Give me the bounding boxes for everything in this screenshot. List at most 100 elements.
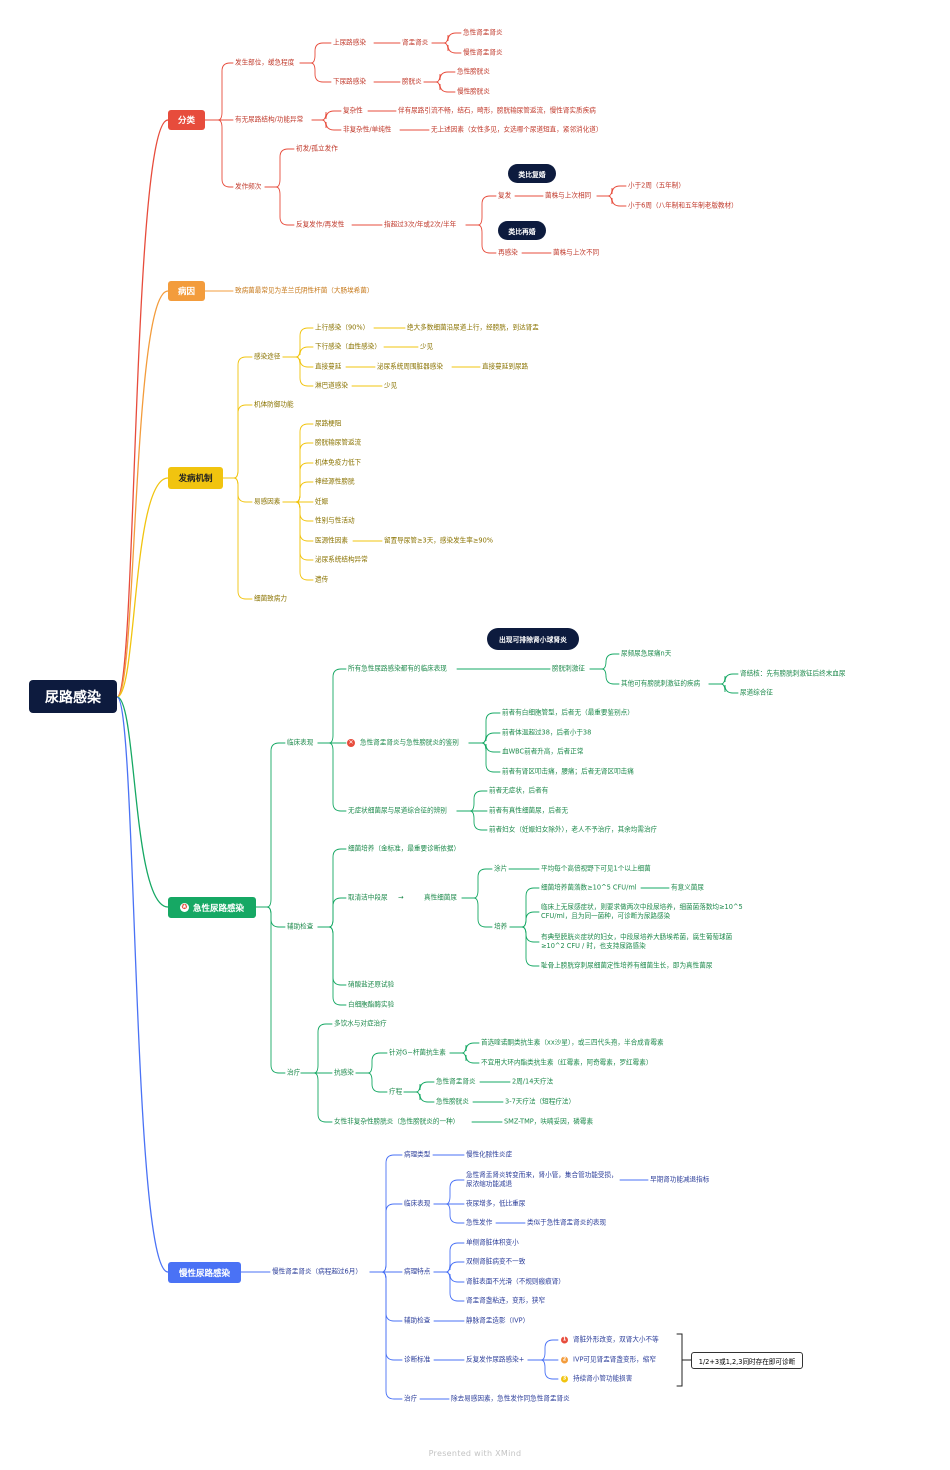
- acute-asym[interactable]: 无症状细菌尿与尿道综合征的辨别: [348, 806, 447, 815]
- acute-smear-desc[interactable]: 平均每个高倍视野下可见1个以上细菌: [541, 864, 651, 873]
- patho-f2[interactable]: 膀胱输尿管返流: [315, 438, 362, 447]
- patho-blood[interactable]: 下行感染（血性感染）: [315, 342, 381, 351]
- acute-course[interactable]: 疗程: [389, 1087, 403, 1096]
- chronic-path-d[interactable]: 慢性化脓性炎症: [466, 1150, 513, 1159]
- acute-c4[interactable]: 耻骨上膀胱穿刺尿细菌定性培养有细菌生长，即为真性菌尿: [541, 961, 713, 970]
- acute-ddx[interactable]: 急性肾盂肾炎与急性膀胱炎的鉴别: [360, 738, 459, 747]
- cls-acute-pyelo[interactable]: 急性肾盂肾炎: [463, 28, 503, 37]
- cls-chronic-cyst[interactable]: 慢性膀胱炎: [457, 87, 490, 96]
- chronic-main[interactable]: 慢性肾盂肾炎（病程超过6月）: [272, 1267, 362, 1276]
- chronic-tx[interactable]: 治疗: [404, 1394, 418, 1403]
- chronic-aux[interactable]: 辅助检查: [404, 1316, 431, 1325]
- chronic-dx[interactable]: 诊断标准: [404, 1355, 431, 1364]
- chronic-path[interactable]: 病理类型: [404, 1150, 431, 1159]
- acute-c2[interactable]: 临床上无尿感症状，则要求做两次中段尿培养，细菌菌落数均≥10^5 CFU/ml，…: [541, 903, 743, 920]
- patho-f8[interactable]: 泌尿系统结构异常: [315, 555, 368, 564]
- chronic-aux-d[interactable]: 静脉肾盂造影（IVP）: [466, 1316, 530, 1325]
- patho-route[interactable]: 感染途径: [254, 352, 281, 361]
- cls-pyelo[interactable]: 肾盂肾炎: [402, 38, 429, 47]
- acute-course-cyst[interactable]: 急性膀胱炎: [436, 1097, 469, 1106]
- patho-blood-desc[interactable]: 少见: [420, 342, 434, 351]
- acute-midstream[interactable]: 取清洁中段尿: [348, 893, 388, 902]
- acute-c1b[interactable]: 有意义菌尿: [671, 883, 704, 892]
- etio-main[interactable]: 致病菌最常见为革兰氏阴性杆菌（大肠埃希菌）: [235, 286, 374, 295]
- cls-recurrent[interactable]: 反复发作/再发性: [296, 220, 345, 229]
- acute-antibio[interactable]: 抗感染: [334, 1068, 354, 1077]
- branch-chronic[interactable]: 慢性尿路感染: [168, 1262, 241, 1283]
- patho-f9[interactable]: 遗传: [315, 575, 329, 584]
- acute-gneg[interactable]: 针对G−杆菌抗生素: [389, 1048, 446, 1057]
- patho-defense[interactable]: 机体防御功能: [254, 400, 294, 409]
- chronic-feat1[interactable]: 单侧肾脏体积变小: [466, 1238, 519, 1247]
- acute-tb[interactable]: 肾结核：先有膀胱刺激征后终末血尿: [740, 669, 846, 678]
- chronic-feat3[interactable]: 肾脏表面不光滑（不规则瘢痕肾）: [466, 1277, 565, 1286]
- acute-course-pyelo[interactable]: 急性肾盂肾炎: [436, 1077, 476, 1086]
- acute-women[interactable]: 女性非复杂性膀胱炎（急性膀胱炎的一种）: [334, 1117, 460, 1126]
- chronic-feat[interactable]: 病理特点: [404, 1267, 431, 1276]
- cls-upper[interactable]: 上尿路感染: [333, 38, 366, 47]
- patho-lymph-desc[interactable]: 少见: [384, 381, 398, 390]
- cls-recurrent-def[interactable]: 指超过3次/年或2次/半年: [384, 220, 457, 229]
- cls-lower[interactable]: 下尿路感染: [333, 77, 366, 86]
- patho-f6[interactable]: 性别与性活动: [315, 516, 355, 525]
- acute-course-pyelo-d[interactable]: 2周/14天疗法: [512, 1077, 554, 1086]
- branch-etiology[interactable]: 病因: [168, 281, 205, 301]
- acute-water[interactable]: 多饮水与对症治疗: [334, 1019, 387, 1028]
- chronic-clin3b[interactable]: 类似于急性肾盂肾炎的表现: [527, 1218, 607, 1227]
- acute-aux[interactable]: 辅助检查: [287, 922, 314, 931]
- acute-treat[interactable]: 治疗: [287, 1068, 301, 1077]
- chronic-clin[interactable]: 临床表现: [404, 1199, 431, 1208]
- branch-pathogenesis[interactable]: 发病机制: [168, 467, 223, 489]
- acute-course-cyst-d[interactable]: 3-7天疗法（短程疗法）: [505, 1097, 576, 1106]
- cls-relapse[interactable]: 复发: [498, 191, 512, 200]
- cls-same[interactable]: 菌株与上次相同: [545, 191, 592, 200]
- acute-women-d[interactable]: SMZ-TMP，呋喃妥因，磷霉素: [504, 1117, 594, 1126]
- acute-culture-gold[interactable]: 细菌培养（金标准，最重要诊断依据）: [348, 844, 461, 853]
- acute-asym3[interactable]: 前者妇女（妊娠妇女除外），老人不予治疗，其余均需治疗: [489, 825, 658, 834]
- patho-f7[interactable]: 医源性因素: [315, 536, 348, 545]
- patho-f5[interactable]: 妊娠: [315, 497, 329, 506]
- patho-direct-b[interactable]: 直接蔓延到尿路: [482, 362, 529, 371]
- chronic-clin2[interactable]: 夜尿增多，低比重尿: [466, 1199, 526, 1208]
- branch-acute[interactable]: ✪急性尿路感染: [168, 897, 256, 918]
- acute-c3[interactable]: 有典型膀胱炎症状的妇女，中段尿培养大肠埃希菌，腐生葡萄球菌≥10^2 CFU /…: [541, 933, 733, 950]
- chronic-feat2[interactable]: 双侧肾脏病变不一致: [466, 1257, 526, 1266]
- cls-cystitis[interactable]: 膀胱炎: [402, 77, 422, 86]
- cls-uncomplicated-desc[interactable]: 无上述因素（女性多见，女选哪个尿道短直，紧邻消化道）: [431, 125, 603, 134]
- acute-ddx1[interactable]: 前者有白细胞管型，后者无（最重要鉴别点）: [502, 708, 634, 717]
- acute-ddx3[interactable]: 血WBC前者升高，后者正常: [502, 747, 584, 756]
- acute-smear[interactable]: 涂片: [494, 864, 508, 873]
- patho-f7-desc[interactable]: 留置导尿管≥3天，感染发生率≥90%: [384, 536, 494, 545]
- acute-cult[interactable]: 培养: [494, 922, 508, 931]
- cls-diff[interactable]: 菌株与上次不同: [553, 248, 600, 257]
- patho-lymph[interactable]: 淋巴道感染: [315, 381, 348, 390]
- patho-f4[interactable]: 神经源性膀胱: [315, 477, 355, 486]
- cls-lt2w[interactable]: 小于2周（五年制）: [628, 181, 685, 190]
- summary-box[interactable]: 1/2+3或1,2,3同时存在即可诊断: [691, 1352, 803, 1369]
- chronic-feat4[interactable]: 肾盂肾盏粘连，变形，狭窄: [466, 1296, 546, 1305]
- cls-lt6w[interactable]: 小于6周（八年制和五年制老版教材）: [628, 201, 738, 210]
- cls-first[interactable]: 初发/孤立发作: [296, 144, 338, 153]
- acute-clinical[interactable]: 临床表现: [287, 738, 314, 747]
- patho-ascend[interactable]: 上行感染（90%）: [315, 323, 370, 332]
- acute-esterase[interactable]: 白细胞酯酶实验: [348, 1000, 395, 1009]
- patho-ascend-desc[interactable]: 绝大多数细菌沿尿道上行，经膀胱，到达肾盂: [407, 323, 539, 332]
- cls-site[interactable]: 发生部位，缓急程度: [235, 58, 295, 67]
- acute-irrit-a[interactable]: 尿频尿急尿痛n天: [621, 649, 672, 658]
- cls-complicated-desc[interactable]: 伴有尿路引流不畅，结石，畸形，膀胱输尿管返流，慢性肾实质疾病: [398, 106, 596, 115]
- cls-chronic-pyelo[interactable]: 慢性肾盂肾炎: [463, 48, 503, 57]
- chronic-clin1b[interactable]: 早期肾功能减退指标: [650, 1175, 710, 1184]
- chronic-clin1[interactable]: 急性肾盂肾炎转变而来，肾小管，集合管功能受损，尿浓缩功能减退: [466, 1171, 618, 1188]
- cls-complicated[interactable]: 复杂性: [343, 106, 363, 115]
- chronic-clin3[interactable]: 急性发作: [466, 1218, 493, 1227]
- acute-gneg2[interactable]: 不宜用大环内酯类抗生素（红霉素，阿奇霉素，罗红霉素）: [481, 1058, 653, 1067]
- chronic-dx3[interactable]: 持续肾小管功能损害: [573, 1374, 633, 1383]
- chronic-tx-d[interactable]: 除去易感因素，急性发作同急性肾盂肾炎: [451, 1394, 570, 1403]
- acute-urethral[interactable]: 尿道综合征: [740, 688, 773, 697]
- root-node[interactable]: 尿路感染: [29, 680, 117, 713]
- cls-acute-cyst[interactable]: 急性膀胱炎: [457, 67, 490, 76]
- acute-gneg1[interactable]: 首选喹诺酮类抗生素（xx沙星），或三四代头孢，半合成青霉素: [481, 1038, 664, 1047]
- cls-freq[interactable]: 发作频次: [235, 182, 262, 191]
- patho-factors[interactable]: 易感因素: [254, 497, 281, 506]
- acute-irrit[interactable]: 膀胱刺激征: [552, 664, 585, 673]
